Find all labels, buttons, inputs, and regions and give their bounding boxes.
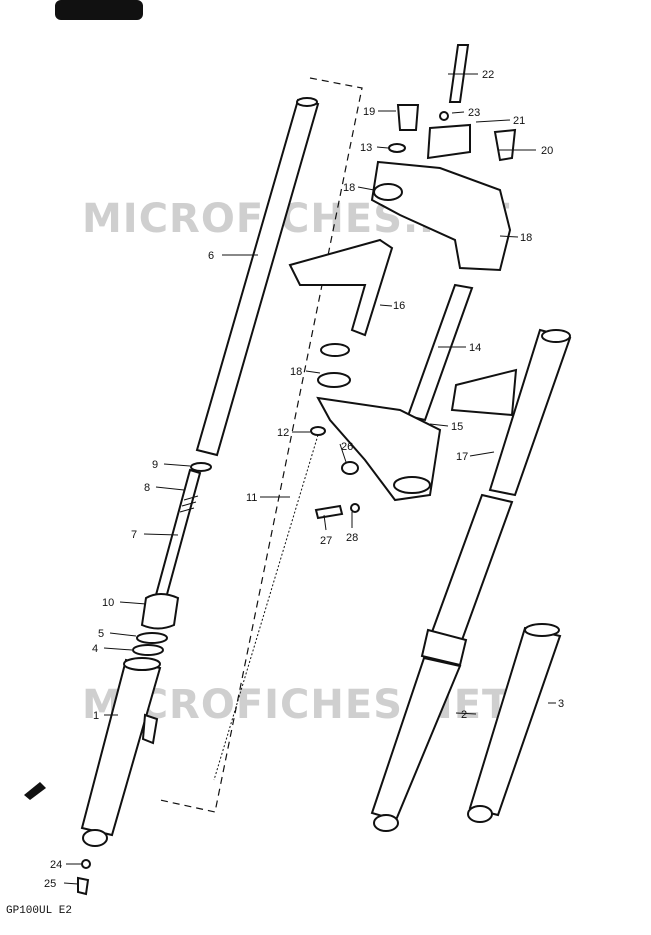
callout-27: 26	[341, 441, 353, 453]
callout-23: 22	[482, 69, 494, 81]
callout-14: 14	[469, 342, 481, 354]
callout-22: 21	[513, 115, 525, 127]
callout-21: 20	[541, 145, 553, 157]
assembly-bracket	[159, 77, 363, 813]
ring-9	[190, 462, 212, 472]
washer-13	[388, 143, 406, 153]
footer-code: GP100UL E2	[6, 905, 73, 917]
lower-bracket-15	[316, 396, 442, 502]
bearing-18-mid	[320, 343, 350, 357]
callout-8: 8	[144, 482, 150, 494]
washer-25	[81, 859, 91, 869]
nut-29	[350, 503, 360, 513]
clamp-ring	[393, 476, 431, 494]
bolt-26	[77, 876, 90, 896]
inner-tube-right-top	[541, 329, 571, 343]
callout-5: 5	[98, 628, 104, 640]
axle-lug-right	[373, 814, 399, 832]
clip-27	[341, 461, 359, 475]
callout-26: 25	[44, 878, 56, 890]
callout-29: 28	[346, 532, 358, 544]
bearing-18-top	[373, 183, 403, 201]
outer-tube-left-top	[123, 657, 161, 671]
fork-spring-11	[213, 434, 319, 781]
headlight-bracket-16	[288, 238, 394, 337]
bolt-21	[493, 128, 517, 162]
spring-8	[179, 495, 199, 513]
spacer-12	[310, 426, 326, 436]
front-arrow-icon	[24, 782, 46, 800]
callout-18-top: 18	[343, 182, 355, 194]
callout-11: 11	[246, 492, 257, 504]
callout-2: 2	[461, 709, 467, 721]
oil-seal-10	[140, 593, 180, 630]
callout-25: 24	[50, 859, 62, 871]
callout-7: 7	[131, 529, 137, 541]
inner-tube-top	[296, 97, 318, 107]
header-blot	[55, 0, 143, 20]
callout-12: 12	[277, 427, 289, 439]
axle-lug-3	[467, 805, 493, 823]
callout-labels: 6 9 8 7 10 5 4 1 24 25 11 12 19 13 18 20…	[44, 69, 564, 890]
bracket-17	[450, 368, 518, 417]
steering-stem-14	[406, 283, 474, 422]
outer-tube-left-boss	[141, 713, 159, 745]
callout-9: 9	[152, 459, 158, 471]
callout-16: 16	[393, 300, 405, 312]
ring-4	[132, 644, 164, 656]
callout-17: 17	[456, 451, 468, 463]
callout-18-lower: 18	[290, 366, 302, 378]
upper-bracket-19	[370, 160, 512, 272]
leader-lines	[63, 73, 556, 885]
callout-24: 23	[468, 107, 480, 119]
callout-4: 4	[92, 643, 98, 655]
callout-3: 3	[558, 698, 564, 710]
callout-6: 6	[208, 250, 214, 262]
callout-15: 15	[451, 421, 463, 433]
bolt-28	[314, 504, 344, 520]
callout-10: 10	[102, 597, 114, 609]
axle-lug-left	[82, 829, 108, 847]
handlebar-holder-22	[426, 123, 471, 160]
outer-tube-right-upper	[430, 493, 514, 642]
bearing-18-lower	[317, 372, 351, 388]
nut-24	[439, 111, 449, 121]
callout-28: 27	[320, 535, 332, 547]
callout-1: 1	[93, 710, 99, 722]
callout-13: 13	[360, 142, 372, 154]
outer-tube-3-top	[524, 623, 560, 637]
bolt-20	[396, 104, 420, 131]
callout-19: 18	[520, 232, 532, 244]
ring-5	[136, 632, 168, 644]
callout-20: 19	[363, 106, 375, 118]
